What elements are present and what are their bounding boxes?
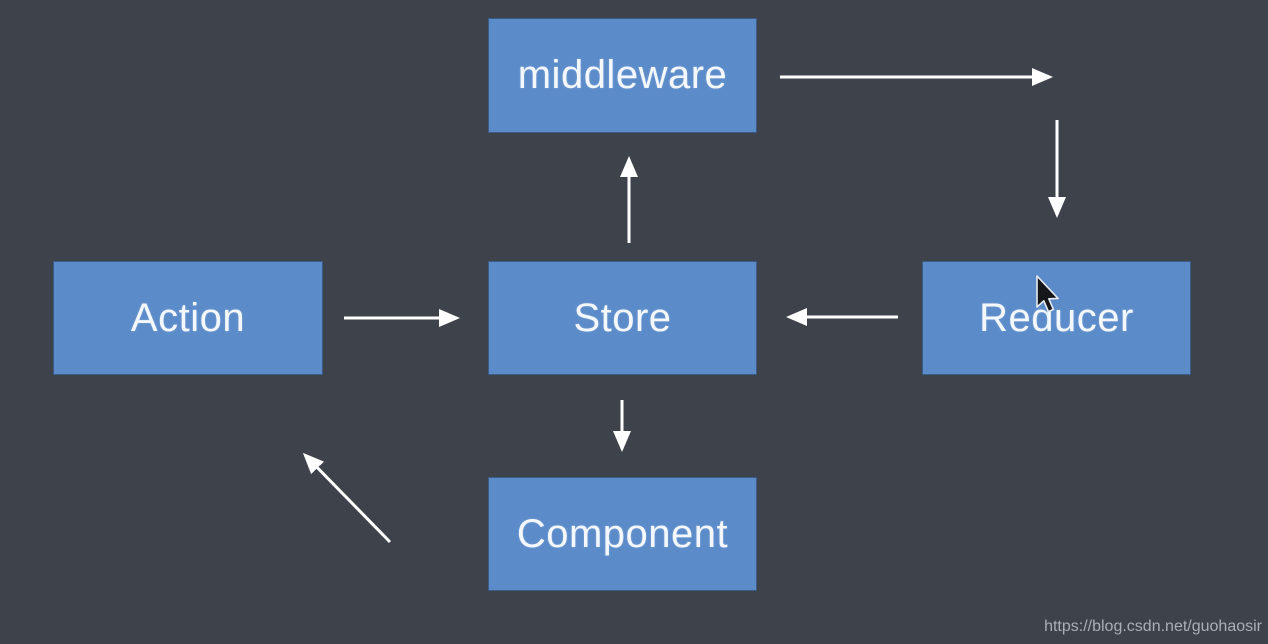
node-component: Component: [488, 477, 757, 591]
node-action: Action: [53, 261, 323, 375]
node-reducer: Reducer: [922, 261, 1191, 375]
arrow-component-to-action: [302, 452, 392, 544]
node-middleware: middleware: [488, 18, 757, 133]
watermark-url: https://blog.csdn.net/guohaosir: [1044, 618, 1262, 635]
node-store: Store: [488, 261, 757, 375]
